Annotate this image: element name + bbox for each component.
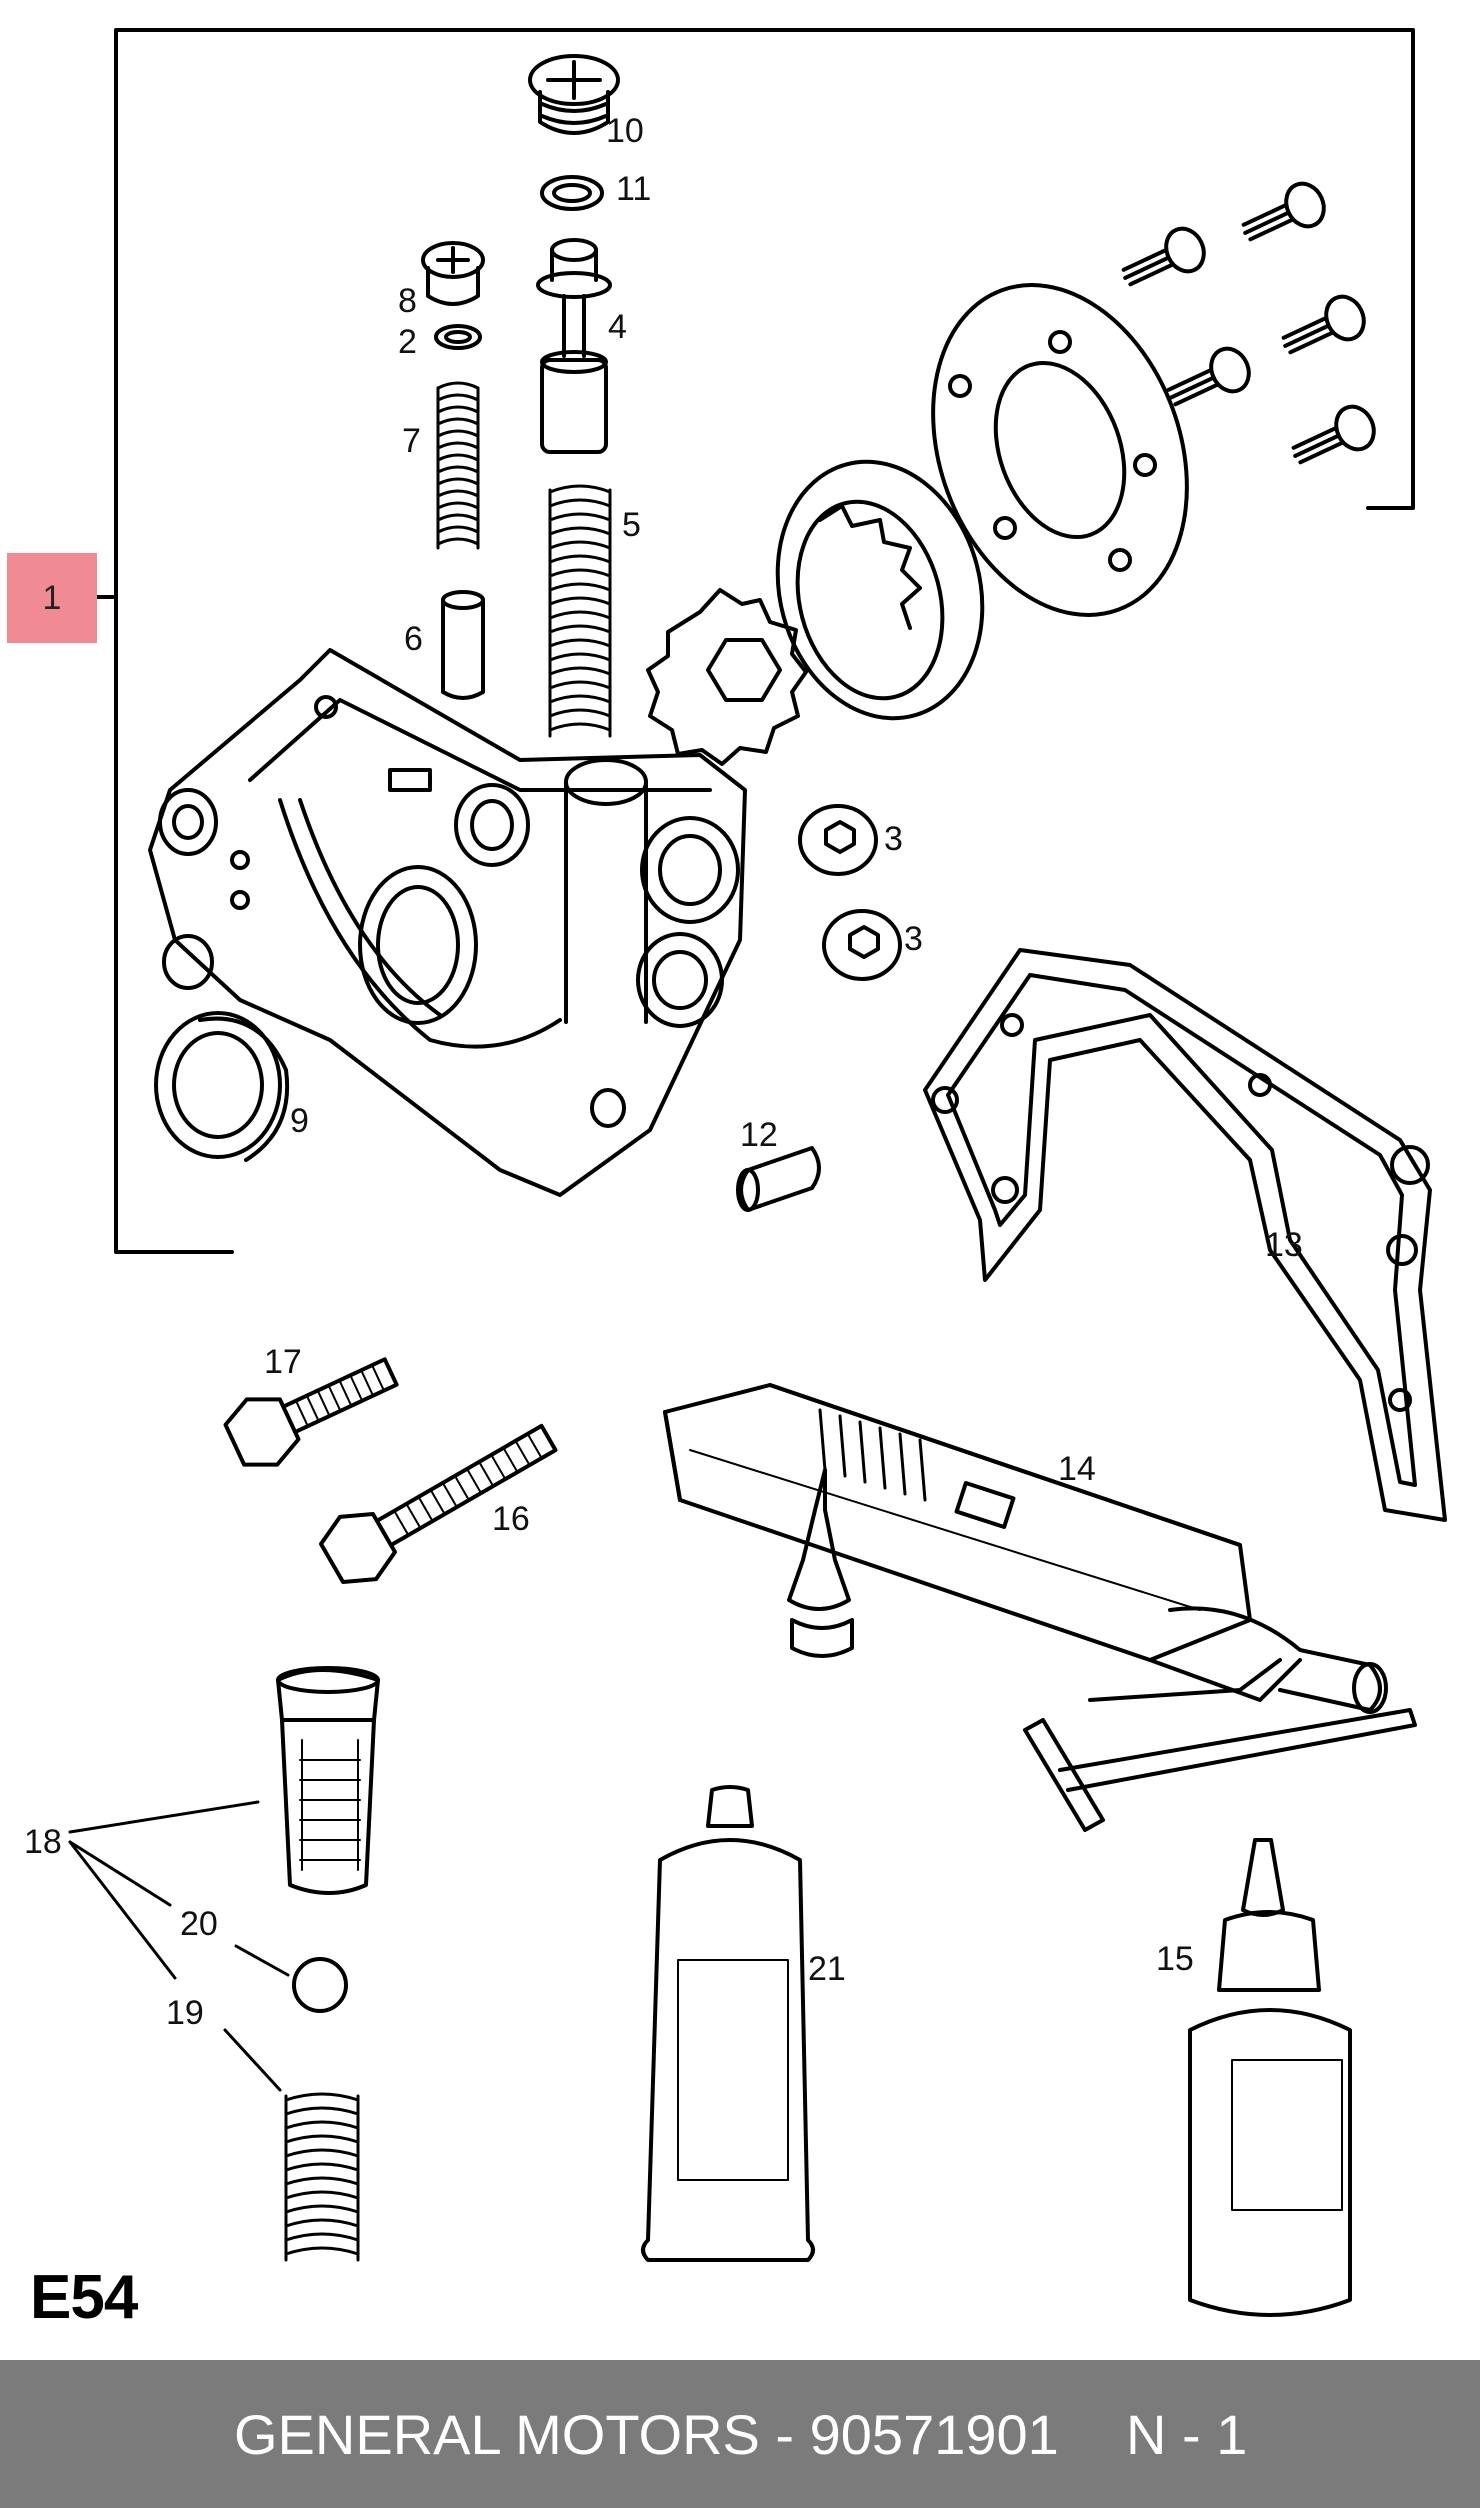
page-code: E54	[30, 2263, 138, 2332]
cover-plate	[931, 283, 1189, 617]
ball-20	[292, 1957, 348, 2013]
washer-11	[540, 175, 604, 211]
shaft-seal-9	[154, 1011, 290, 1162]
callout-8: 8	[398, 282, 417, 320]
callout-10: 10	[606, 112, 644, 150]
plug-screw-10	[528, 54, 620, 135]
callout-21: 21	[808, 1950, 846, 1988]
callout-18: 18	[24, 1823, 62, 1861]
assembly-bracket	[95, 28, 1415, 1254]
callout-4: 4	[608, 308, 627, 346]
gasket-13	[923, 948, 1447, 1522]
cover-screws	[1121, 181, 1376, 465]
callout-1-highlight[interactable]: 1	[7, 553, 97, 643]
plug-screw-8	[421, 241, 485, 306]
callout-11: 11	[616, 170, 652, 208]
bolt-16	[319, 1423, 558, 1585]
callout-5: 5	[622, 506, 641, 544]
sealant-kit-14	[663, 1383, 1388, 1714]
callout-20: 20	[180, 1905, 218, 1943]
callout-7: 7	[402, 422, 421, 460]
callout-1-label: 1	[42, 578, 62, 617]
callout-3a: 3	[884, 820, 903, 858]
t-handle-tool	[1023, 1708, 1417, 1832]
outer-gear-ring	[775, 459, 985, 721]
part-number-label: GENERAL MOTORS - 90571901	[234, 2403, 1059, 2466]
sleeve-6	[441, 590, 485, 700]
callout-19: 19	[166, 1994, 204, 2032]
callout-13: 13	[1265, 1226, 1303, 1264]
spring-19	[284, 2092, 360, 2262]
bolt-17	[223, 1357, 399, 1467]
grease-tube-21	[641, 1785, 815, 2262]
callout-15: 15	[1156, 1940, 1194, 1978]
exploded-parts-diagram	[68, 28, 1447, 2317]
spring-7	[436, 381, 480, 550]
quantity-label: N - 1	[1126, 2403, 1248, 2466]
callout-17: 17	[264, 1343, 302, 1381]
callout-2: 2	[398, 323, 417, 361]
threaded-plugs-3	[798, 804, 902, 981]
dowel-pin-12	[736, 1146, 821, 1212]
o-ring-2	[434, 324, 482, 350]
callout-6: 6	[404, 620, 423, 658]
adhesive-bottle-15	[1188, 1838, 1352, 2317]
footer-bar: GENERAL MOTORS - 90571901 N - 1	[0, 2360, 1480, 2508]
inner-gear	[646, 588, 808, 766]
callout-3b: 3	[904, 920, 923, 958]
callout-16: 16	[492, 1500, 530, 1538]
valve-sleeve-18	[276, 1666, 380, 1895]
callout-14: 14	[1058, 1450, 1096, 1488]
spring-5	[548, 484, 612, 738]
piston-4	[536, 238, 612, 454]
callout-12: 12	[740, 1116, 778, 1154]
callout-leaders	[68, 1800, 290, 2092]
pump-housing	[148, 648, 747, 1197]
callout-9: 9	[290, 1102, 309, 1140]
